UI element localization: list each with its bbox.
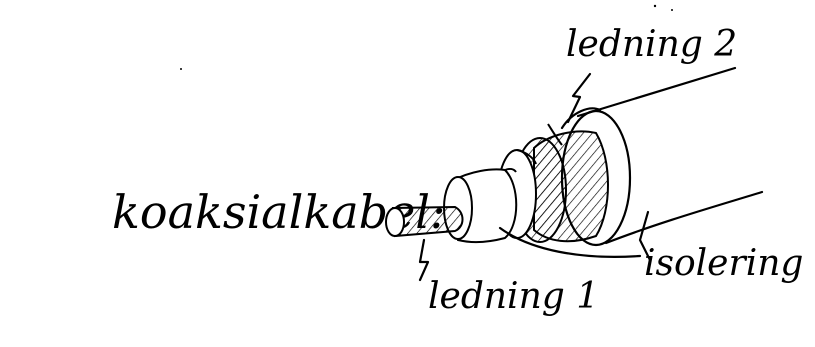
inner-conductor — [385, 205, 464, 238]
wire1-leader — [418, 238, 430, 282]
wire2-leader — [566, 72, 592, 124]
wire2-label: ledning 2 — [566, 24, 737, 65]
insulation-tick — [638, 210, 652, 262]
insulation-label: isolering — [644, 243, 803, 284]
speckles — [180, 4, 673, 70]
insulation-leader — [498, 226, 642, 258]
wire1-label: ledning 1 — [428, 276, 599, 317]
leader-lines — [418, 72, 652, 282]
